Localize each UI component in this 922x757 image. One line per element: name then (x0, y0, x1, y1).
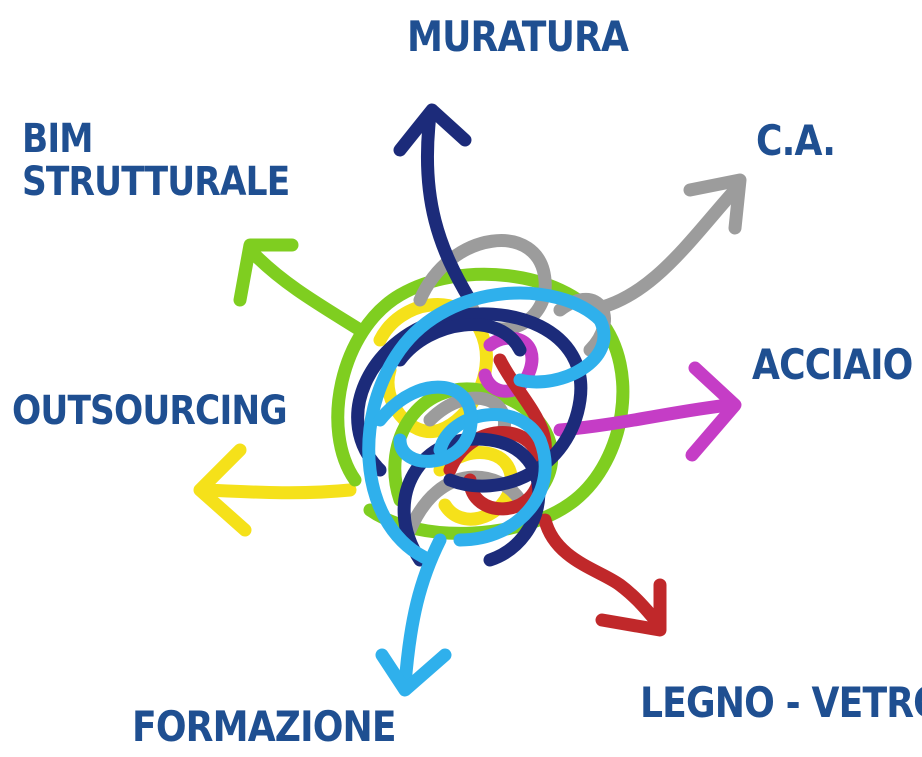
label-formazione: FORMAZIONE (132, 702, 397, 751)
formazione-arrow (362, 286, 611, 697)
label-acciaio: ACCIAIO (752, 340, 913, 389)
label-ca: C.A. (756, 116, 836, 165)
label-bim-line1: BIM (22, 116, 94, 162)
label-outsourcing: OUTSOURCING (12, 388, 288, 434)
label-bim-line2: STRUTTURALE (22, 159, 290, 206)
label-legno-vetro: LEGNO - VETRO (640, 678, 922, 727)
label-bim-strutturale: BIM STRUTTURALE (22, 116, 290, 206)
label-muratura: MURATURA (407, 12, 629, 61)
muratura-arrow (351, 103, 588, 567)
